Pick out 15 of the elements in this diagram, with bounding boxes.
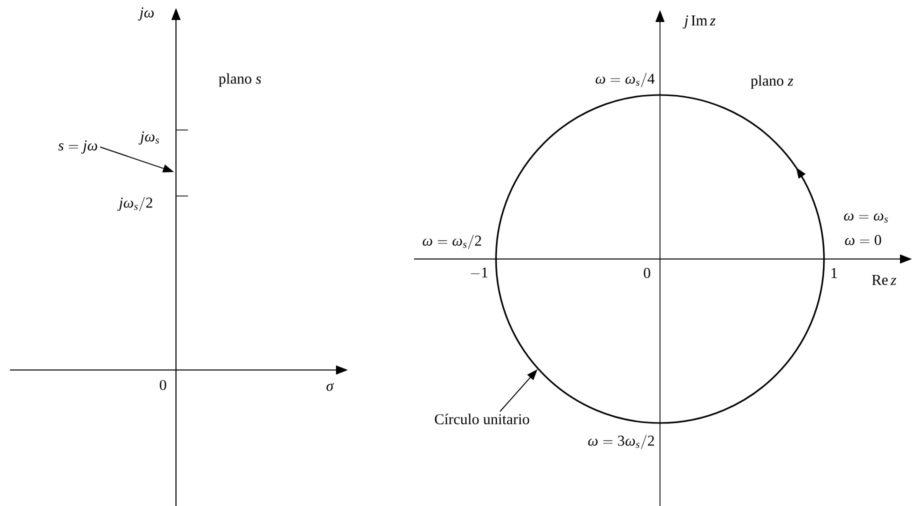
point-label: $\omega = 3\omega_s/2$ [588,434,654,450]
leader-text: Círculo unitario [434,414,530,424]
origin-label: $0$ [160,380,166,390]
point-label: $\omega = 0$ [845,234,882,246]
axis-label: $\sigma$ [326,383,334,391]
point-label: $\omega = \omega_s$ [844,213,888,223]
axis-label: $\mathrm{Re}\,z$ [872,275,896,285]
leader-text: $s = j\omega$ [58,140,98,154]
tick-label: $j\omega_s/2$ [117,196,152,212]
origin-label: $0$ [644,268,650,278]
plane-label: plano s [218,73,261,87]
point-label: $\omega = \omega_s/2$ [422,234,482,250]
axis-label: $j\,\mathrm{Im}\,z$ [682,15,716,29]
axis-label: $j\omega$ [138,7,154,21]
tick-label: $j\omega_s$ [138,131,159,145]
